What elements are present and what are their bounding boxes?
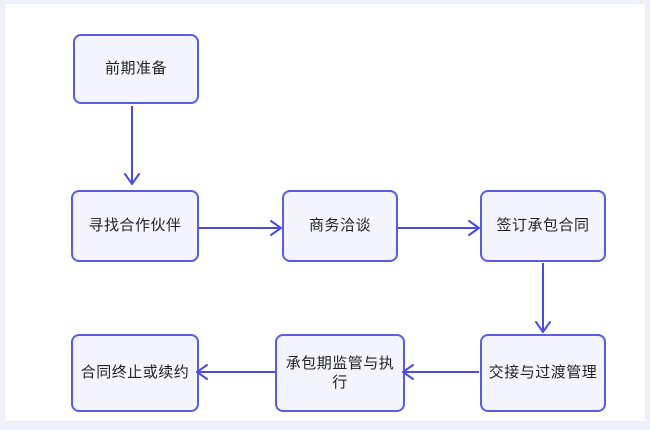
flow-node-handover-transition[interactable]: 交接与过渡管理 xyxy=(480,334,606,412)
flow-node-find-partner[interactable]: 寻找合作伙伴 xyxy=(71,190,199,262)
flow-edge-find-partner-to-negotiation xyxy=(198,220,282,236)
flow-node-label: 交接与过渡管理 xyxy=(488,364,598,382)
flow-node-terminate-or-renew[interactable]: 合同终止或续约 xyxy=(71,334,199,412)
flow-edge-negotiation-to-sign-contract xyxy=(398,220,480,236)
flow-node-label: 合同终止或续约 xyxy=(80,364,190,382)
flow-node-label: 签订承包合同 xyxy=(496,217,590,235)
flow-node-supervision-execution[interactable]: 承包期监管与执行 xyxy=(275,334,405,412)
flowchart-canvas: 前期准备 寻找合作伙伴 商务洽谈 签订承包合同 合同终止或续约 承包期监管与执行… xyxy=(4,3,646,422)
flow-node-sign-contract[interactable]: 签订承包合同 xyxy=(480,190,606,262)
flow-node-label: 寻找合作伙伴 xyxy=(88,217,182,235)
flow-edge-supervision-to-terminate xyxy=(196,364,275,380)
flow-node-preparation[interactable]: 前期准备 xyxy=(73,34,199,104)
flow-edge-preparation-to-find-partner xyxy=(124,106,140,185)
flow-edge-sign-contract-to-handover xyxy=(535,263,551,333)
flow-node-label: 承包期监管与执行 xyxy=(285,354,395,392)
flow-node-label: 前期准备 xyxy=(104,60,167,78)
flow-node-label: 商务洽谈 xyxy=(308,217,371,235)
flow-node-business-negotiation[interactable]: 商务洽谈 xyxy=(282,190,398,262)
flow-edge-handover-to-supervision xyxy=(402,364,479,380)
